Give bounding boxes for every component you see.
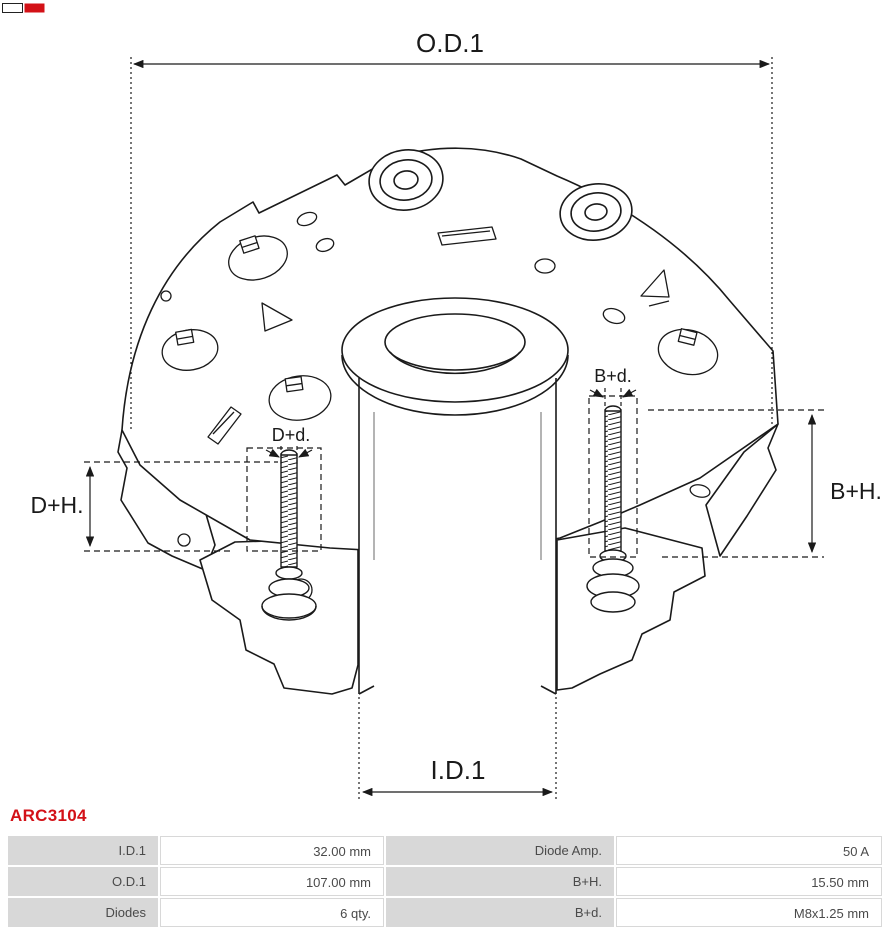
dimension-b-plus-h <box>588 395 824 558</box>
right-foot <box>556 527 706 691</box>
id1-label: I.D.1 <box>431 755 486 785</box>
d-plus-h-label: D+H. <box>30 492 83 518</box>
spec-label: Diodes <box>8 898 158 927</box>
right-terminal-stud <box>586 405 640 613</box>
center-channel <box>358 378 557 695</box>
spec-value: 107.00 mm <box>160 867 384 896</box>
dimension-b-plus-d <box>589 388 637 410</box>
small-holes <box>160 211 711 602</box>
technical-drawing: O.D.1 I.D.1 D+H. B+H. D+d. B+d. <box>30 28 882 800</box>
spec-value: 32.00 mm <box>160 836 384 865</box>
dimension-d-plus-h <box>84 447 322 552</box>
grommet-left <box>368 149 444 211</box>
center-collar <box>341 297 569 416</box>
technical-drawing-area: O.D.1 I.D.1 D+H. B+H. D+d. B+d. <box>30 28 882 800</box>
dimension-id1 <box>358 697 557 800</box>
diode-pad <box>657 328 719 376</box>
grommet-right <box>559 183 633 241</box>
spec-label: I.D.1 <box>8 836 158 865</box>
spec-table: I.D.1 32.00 mm Diode Amp. 50 A O.D.1 107… <box>8 836 882 927</box>
part-body <box>117 147 779 696</box>
left-terminal-stud <box>261 449 317 621</box>
dimensions <box>84 57 824 800</box>
dimension-od1 <box>130 57 773 430</box>
diode-pad <box>228 235 288 281</box>
b-plus-h-label: B+H. <box>830 478 882 504</box>
part-number: ARC3104 <box>10 806 87 825</box>
diode-pad <box>161 328 219 371</box>
spec-value: M8x1.25 mm <box>616 898 882 927</box>
spec-label: O.D.1 <box>8 867 158 896</box>
dimension-d-plus-d <box>265 446 313 465</box>
od1-label: O.D.1 <box>416 28 484 58</box>
d-plus-d-label: D+d. <box>272 425 311 445</box>
spec-label: B+d. <box>386 898 614 927</box>
right-side-wall <box>705 423 779 557</box>
spec-label: B+H. <box>386 867 614 896</box>
diode-pad <box>268 375 332 421</box>
b-plus-d-label: B+d. <box>594 366 632 386</box>
spec-value: 15.50 mm <box>616 867 882 896</box>
spec-value: 50 A <box>616 836 882 865</box>
brand-logo-icon <box>2 0 46 18</box>
spec-label: Diode Amp. <box>386 836 614 865</box>
spec-value: 6 qty. <box>160 898 384 927</box>
